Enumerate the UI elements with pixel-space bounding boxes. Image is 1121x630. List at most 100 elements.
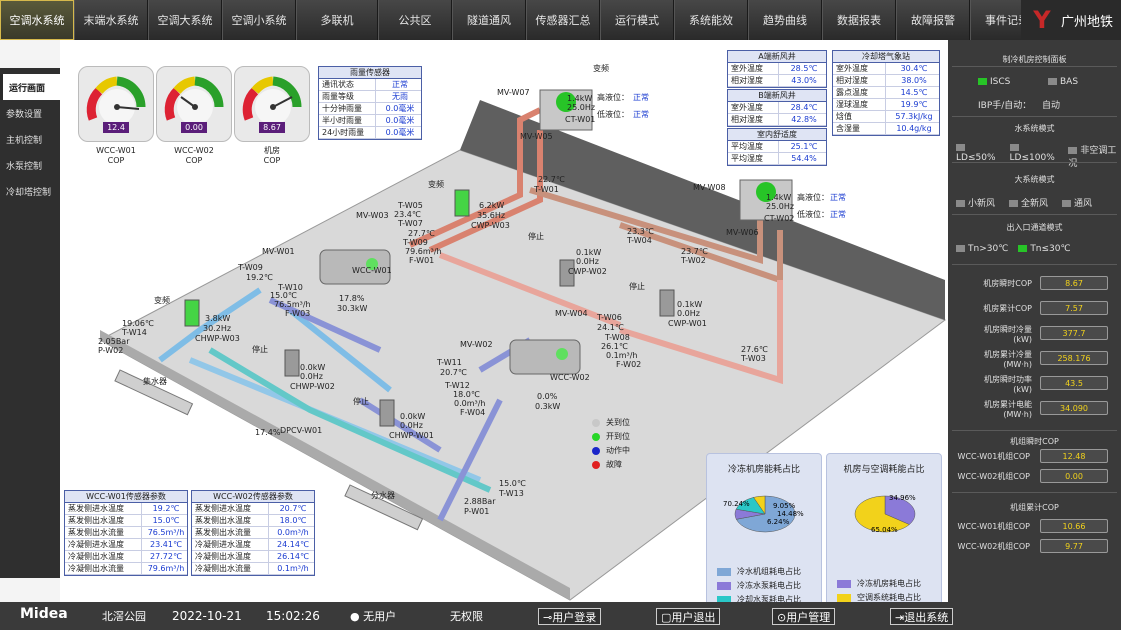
mode-option[interactable]: 全新风 xyxy=(1009,196,1048,209)
key-icon: ⊸ xyxy=(543,611,553,624)
mode-option[interactable]: 小新风 xyxy=(956,196,995,209)
diagram-label: 0.0% xyxy=(537,392,558,401)
mode-label: LD≤50% xyxy=(956,153,996,163)
diagram-label: MV-W06 xyxy=(726,228,759,237)
diagram-label: T-W05 xyxy=(397,201,423,210)
row-key: 含湿量 xyxy=(836,124,860,133)
metric-value: 7.57 xyxy=(1040,301,1108,315)
exit-system-button[interactable]: ⇥退出系统 xyxy=(890,608,954,625)
iscs-option[interactable]: ISCS xyxy=(978,77,1010,87)
mode-label: 全新风 xyxy=(1021,199,1049,209)
pipe xyxy=(158,287,262,363)
row-value: 0.0m³/h xyxy=(268,527,314,538)
unit-cop-value: 9.77 xyxy=(1040,539,1108,553)
divider xyxy=(952,66,1117,67)
metric-unit: (MW·h) xyxy=(1003,410,1032,419)
bas-option[interactable]: BAS xyxy=(1048,77,1078,87)
table-row: 雨量等级无雨 xyxy=(319,91,421,103)
sidebar-item-3[interactable]: 水泵控制 xyxy=(6,161,43,172)
unit-cop-value: 10.66 xyxy=(1040,519,1108,533)
mode-check xyxy=(1009,200,1019,207)
pump[interactable] xyxy=(559,259,575,287)
ibp-value: 自动 xyxy=(1042,101,1061,111)
diagram-label: T-W09 xyxy=(402,238,428,247)
sidebar-item-0[interactable]: 运行画面 xyxy=(0,74,60,100)
unit-cop-label: WCC-W01机组COP xyxy=(957,452,1030,461)
metric-name: 机房累计冷量 xyxy=(984,350,1032,359)
pump[interactable] xyxy=(454,189,470,217)
user-icon: ● xyxy=(350,610,360,623)
tab-3[interactable]: 空调小系统 xyxy=(222,0,296,40)
login-button[interactable]: ⊸用户登录 xyxy=(538,608,602,625)
diagram-label: 79.6m³/h xyxy=(405,247,442,256)
row-value: 0.0毫米 xyxy=(375,127,421,138)
top-nav: 空调水系统末端水系统空调大系统空调小系统多联机公共区隧道通风传感器汇总运行模式系… xyxy=(0,0,1121,40)
pump[interactable] xyxy=(284,349,300,377)
tab-6[interactable]: 隧道通风 xyxy=(452,0,526,40)
control-panel: 制冷机房控制面板 ISCS BAS IBP手/自动： 自动 水系统模式 LD≤5… xyxy=(948,40,1121,602)
tab-11[interactable]: 数据报表 xyxy=(822,0,896,40)
row-key: 蒸发侧出水温度 xyxy=(195,516,251,525)
collector-header xyxy=(114,369,194,416)
mode-option[interactable]: Tn≤30℃ xyxy=(1018,244,1071,254)
time: 15:02:26 xyxy=(266,609,320,623)
diagram-label: 19.06℃ xyxy=(122,319,154,328)
mode-option[interactable]: LD≤50% xyxy=(956,143,1004,169)
table-row: 通讯状态正常 xyxy=(319,79,421,91)
row-value: 无雨 xyxy=(375,91,421,102)
cop-gauge: 0.00 xyxy=(156,66,232,142)
brand-name: 广州地铁 xyxy=(1060,14,1113,30)
mode-option[interactable]: Tn>30℃ xyxy=(956,244,1008,254)
pie2-title: 机房与空调耗能占比 xyxy=(843,465,925,475)
legend-swatch xyxy=(837,579,851,588)
diagram-label: 0.0Hz xyxy=(677,309,700,318)
pump[interactable] xyxy=(184,299,200,327)
exit-icon: ⇥ xyxy=(895,611,905,624)
sidebar-item-2[interactable]: 主机控制 xyxy=(6,135,43,146)
comfort-title: 室内舒适度 xyxy=(728,129,826,141)
diagram-label: T-W14 xyxy=(121,328,147,337)
tab-9[interactable]: 系统能效 xyxy=(674,0,748,40)
pump[interactable] xyxy=(379,399,395,427)
diagram-label: 正常 xyxy=(830,210,846,219)
mode-option[interactable]: 非空调工况 xyxy=(1068,143,1121,169)
diagram-label: 0.3kW xyxy=(535,402,560,411)
diagram-label: 分水器 xyxy=(371,490,395,500)
gauge-dial xyxy=(164,76,224,125)
tab-2[interactable]: 空调大系统 xyxy=(148,0,222,40)
status-legend-label: 动作中 xyxy=(606,446,630,455)
mode-option[interactable]: LD≤100% xyxy=(1009,143,1063,169)
tab-10[interactable]: 趋势曲线 xyxy=(748,0,822,40)
midea-logo: Midea xyxy=(20,606,68,622)
air-mode-title: 大系统模式 xyxy=(1014,175,1055,184)
status-bar: Midea 北滘公园 2022-10-21 15:02:26 ● 无用户 无权限… xyxy=(0,602,1121,630)
sidebar-item-1[interactable]: 参数设置 xyxy=(6,109,43,120)
diagram-label: F-W03 xyxy=(285,309,310,318)
pump[interactable] xyxy=(659,289,675,317)
sidebar-item-4[interactable]: 冷却塔控制 xyxy=(6,187,52,198)
diagram-label: 2.05Bar xyxy=(98,337,130,346)
tab-8[interactable]: 运行模式 xyxy=(600,0,674,40)
tab-7[interactable]: 传感器汇总 xyxy=(526,0,600,40)
row-key: 露点温度 xyxy=(836,88,868,97)
tab-0[interactable]: 空调水系统 xyxy=(0,0,74,40)
legend-swatch xyxy=(717,567,731,576)
tab-5[interactable]: 公共区 xyxy=(378,0,452,40)
row-key: 蒸发侧出水流量 xyxy=(68,528,124,537)
tab-1[interactable]: 末端水系统 xyxy=(74,0,148,40)
user-manage-button[interactable]: ⊙用户管理 xyxy=(772,608,836,625)
cop-gauge: 8.67 xyxy=(234,66,310,142)
chiller[interactable] xyxy=(509,339,581,375)
tab-4[interactable]: 多联机 xyxy=(296,0,378,40)
cum-cop-title: 机组累计COP xyxy=(1010,503,1059,512)
logout-button[interactable]: ▢用户退出 xyxy=(656,608,721,625)
mode-option[interactable]: 通风 xyxy=(1062,196,1092,209)
tab-12[interactable]: 故障报警 xyxy=(896,0,970,40)
metric-name: 机房瞬时COP xyxy=(983,279,1032,288)
brand: Y 广州地铁 xyxy=(1021,0,1121,40)
unit-cop-label: WCC-W02机组COP xyxy=(957,472,1030,481)
